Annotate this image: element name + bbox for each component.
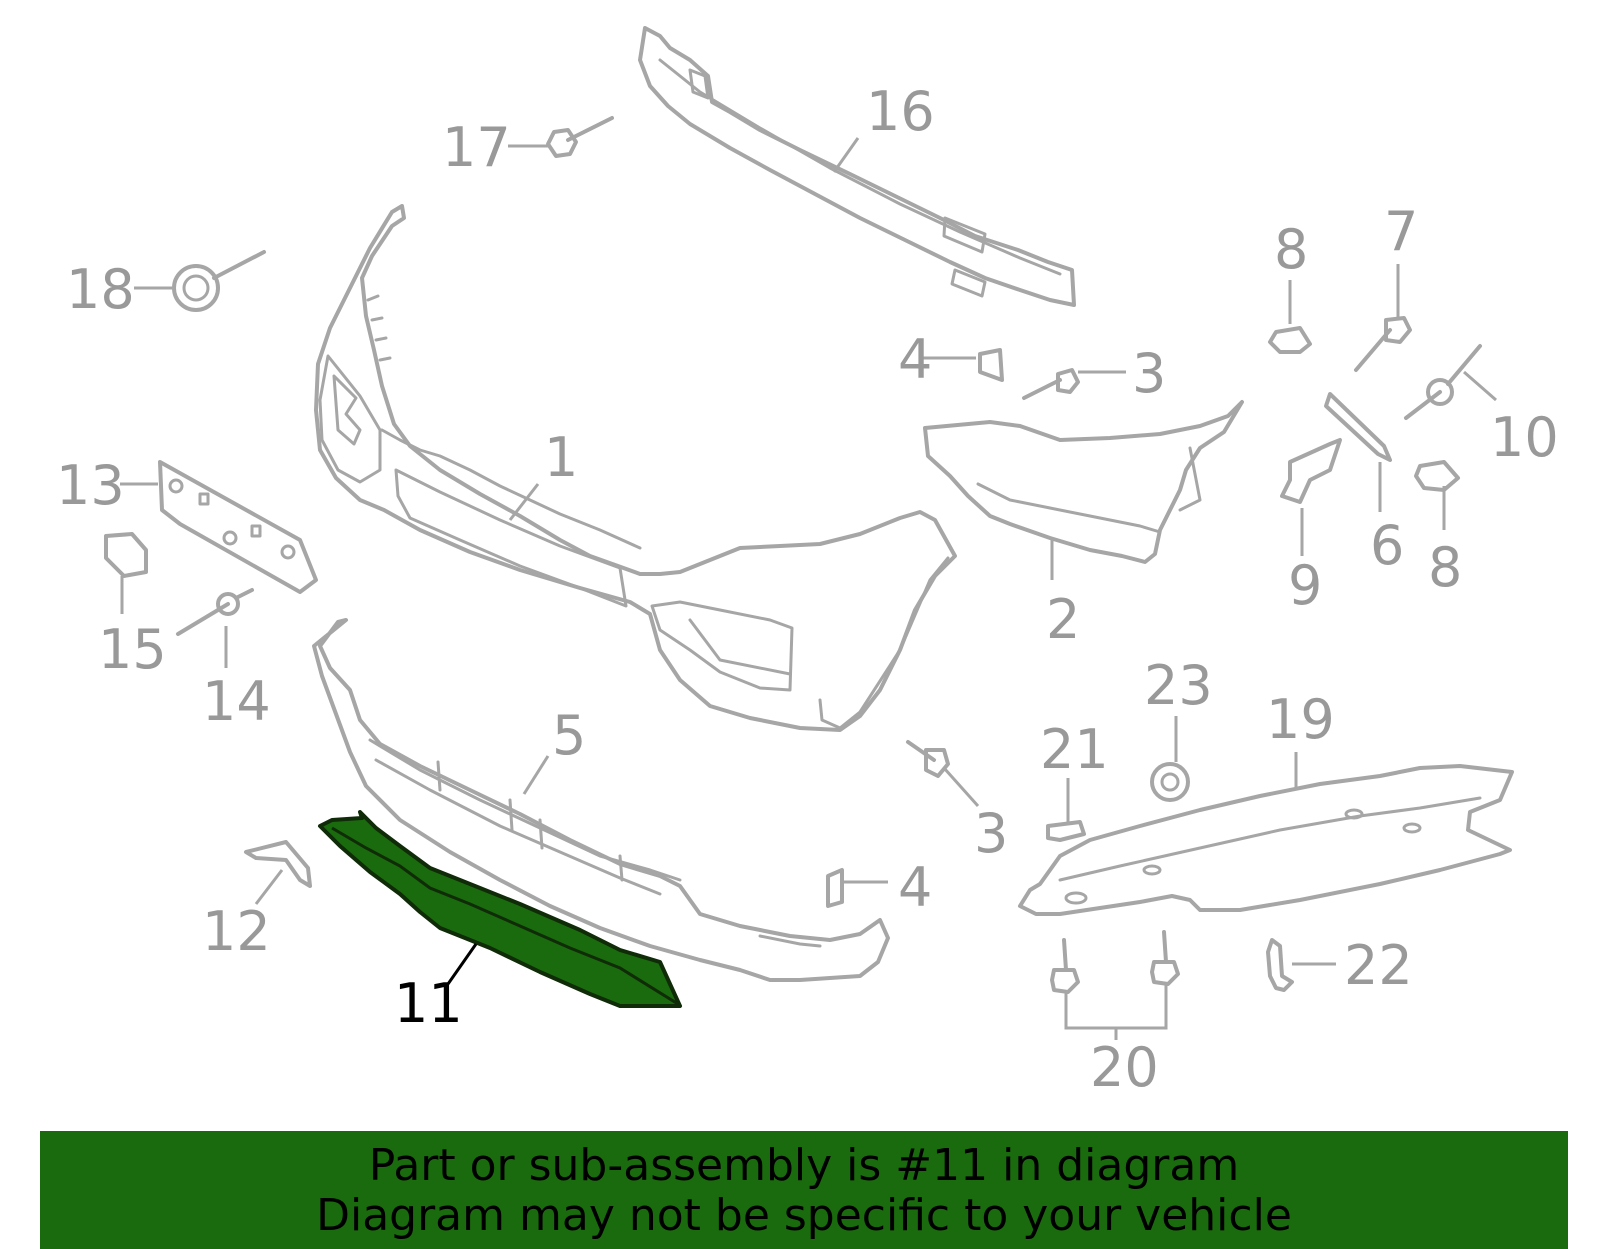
callout-10: 10 [1490,406,1559,469]
callout-18: 18 [66,258,135,321]
callout-13: 13 [56,454,125,517]
callout-3-upper: 3 [1132,342,1166,405]
callout-20: 20 [1090,1036,1159,1099]
callout-11: 11 [394,972,463,1035]
leader-lines [120,137,1497,1040]
callout-1: 1 [544,426,578,489]
callout-5: 5 [552,704,586,767]
callout-7: 7 [1384,200,1418,263]
callout-8-upper: 8 [1274,218,1308,281]
callout-15: 15 [98,618,167,681]
part-16-reinforcement-beam [638,26,1076,307]
part-2-side-bracket [923,400,1244,564]
callout-23: 23 [1144,654,1213,717]
callout-14: 14 [202,670,271,733]
callout-labels: 1 2 3 3 4 4 5 6 7 8 8 9 10 11 12 13 14 1… [56,80,1559,1099]
part-11-highlighted-deflector [318,810,682,1008]
banner-line-2: Diagram may not be specific to your vehi… [316,1190,1292,1241]
callout-3-lower: 3 [974,802,1008,865]
callout-12: 12 [202,900,271,963]
part-5-grille-insert [312,618,890,982]
callout-4-upper: 4 [898,328,932,391]
callout-2: 2 [1046,588,1080,651]
callout-6: 6 [1370,514,1404,577]
callout-19: 19 [1266,688,1335,751]
info-banner: Part or sub-assembly is #11 in diagram D… [40,1131,1568,1249]
callout-17: 17 [442,116,511,179]
callout-4-lower: 4 [898,856,932,919]
part-13-license-bracket [158,460,318,594]
part-1-bumper-cover [314,204,957,732]
callout-21: 21 [1040,718,1109,781]
callout-22: 22 [1344,934,1413,997]
callout-8-lower: 8 [1428,536,1462,599]
banner-line-1: Part or sub-assembly is #11 in diagram [368,1140,1240,1191]
callout-9: 9 [1288,554,1322,617]
part-19-lower-shield [1018,764,1514,916]
callout-16: 16 [866,80,935,143]
